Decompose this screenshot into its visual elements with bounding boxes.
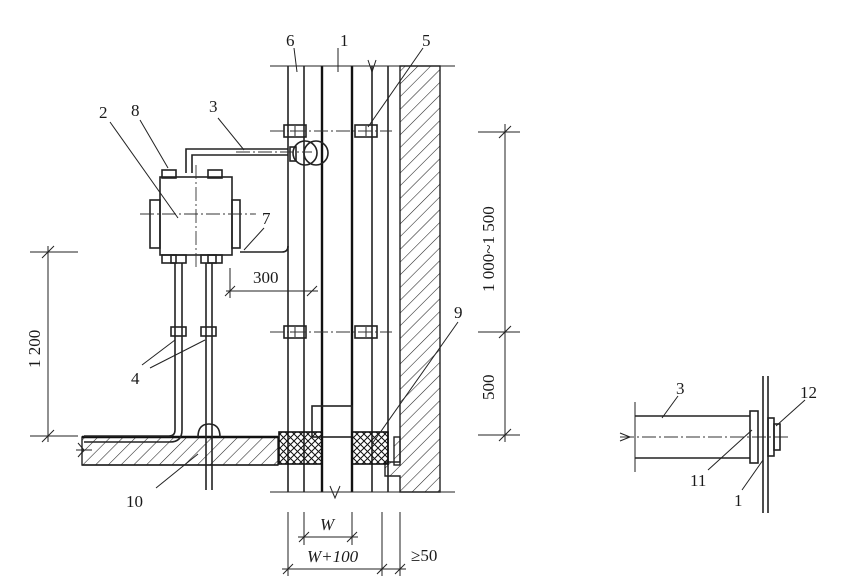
callout-8: 8 xyxy=(131,101,140,120)
pipe-connection xyxy=(185,140,329,173)
dim-text-w: W xyxy=(320,515,336,534)
callout-7: 7 xyxy=(262,209,271,228)
callout-9: 9 xyxy=(454,303,463,322)
junction-box xyxy=(140,165,289,270)
detail-callout-3: 3 xyxy=(676,379,685,398)
callout-10: 10 xyxy=(126,492,143,511)
dim-text-w100: W+100 xyxy=(307,547,359,566)
dim-text-300: 300 xyxy=(253,268,279,287)
callout-3: 3 xyxy=(209,97,218,116)
dim-text-1200: 1 200 xyxy=(25,330,44,368)
dim-text-500: 500 xyxy=(479,375,498,401)
floor-slab xyxy=(81,435,401,466)
callout-2: 2 xyxy=(99,103,108,122)
detail-callout-1: 1 xyxy=(734,491,743,510)
dim-right-vertical xyxy=(478,124,520,442)
dim-1200 xyxy=(30,245,78,443)
clamp xyxy=(270,124,392,339)
callout-4: 4 xyxy=(131,369,140,388)
dim-text-1000-1500: 1 000~1 500 xyxy=(479,206,498,292)
callout-5: 5 xyxy=(422,31,431,50)
fill-block xyxy=(278,431,389,465)
dim-text-ge50: ≥50 xyxy=(411,546,437,565)
dim-bottom xyxy=(282,512,406,576)
callout-6: 6 xyxy=(286,31,295,50)
wall xyxy=(384,65,441,493)
detail-callout-11: 11 xyxy=(690,471,706,490)
leaders xyxy=(109,47,459,489)
detail-view xyxy=(619,376,806,513)
callout-1: 1 xyxy=(340,31,349,50)
dim-300 xyxy=(224,268,318,298)
detail-callout-12: 12 xyxy=(800,383,817,402)
support-rods xyxy=(76,254,221,490)
